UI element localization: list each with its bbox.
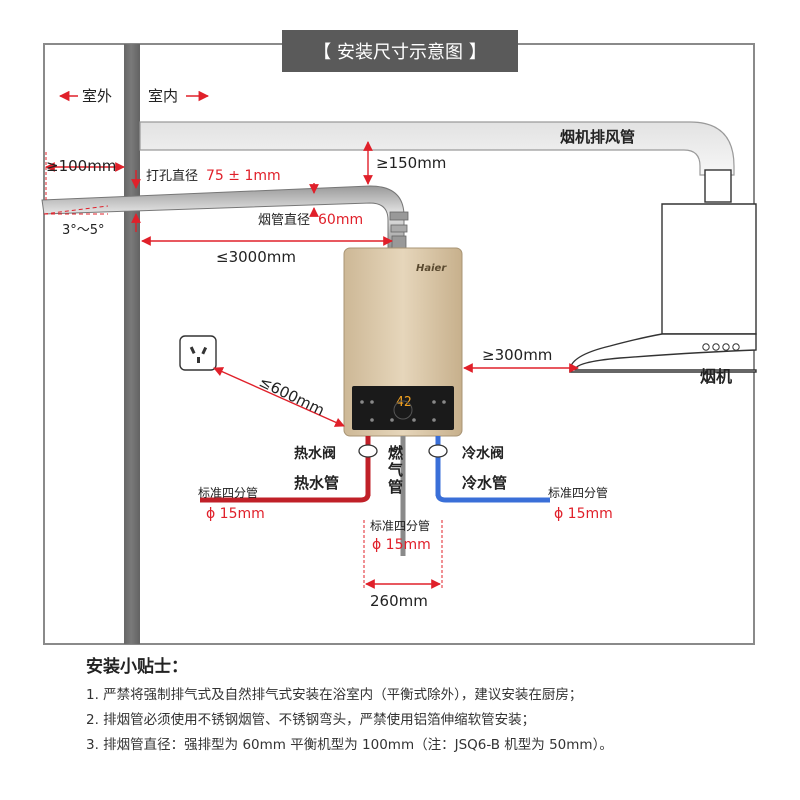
tip-item: 2. 排烟管必须使用不锈钢烟管、不锈钢弯头，严禁使用铝箔伸缩软管安装； bbox=[86, 712, 536, 728]
tip-item: 3. 排烟管直径：强排型为 60mm 平衡机型为 100mm（注：JSQ6-B … bbox=[86, 737, 613, 753]
pipe-diameter-value: 60mm bbox=[318, 212, 363, 228]
installation-tips: 安装小贴士： 1. 严禁将强制排气式及自然排气式安装在浴室内（平衡式除外），建议… bbox=[86, 652, 786, 760]
hood-body bbox=[661, 203, 757, 335]
phi-left-label: ϕ 15mm bbox=[206, 506, 265, 522]
tip-item: 1. 严禁将强制排气式及自然排气式安装在浴室内（平衡式除外），建议安装在厨房； bbox=[86, 687, 583, 703]
slope-label: 3°～5° bbox=[62, 223, 105, 238]
dim-100-label: ≥100mm bbox=[46, 157, 116, 175]
power-socket bbox=[179, 335, 217, 371]
tips-heading: 安装小贴士： bbox=[86, 657, 188, 677]
hot-valve-icon bbox=[358, 444, 378, 458]
std-pipe-left-label: 标准四分管 bbox=[198, 485, 258, 500]
std-pipe-right-label: 标准四分管 bbox=[548, 485, 608, 500]
dim-300-label: ≥300mm bbox=[482, 346, 552, 364]
cold-pipe-label: 冷水管 bbox=[462, 474, 507, 492]
heater-display: 42 bbox=[396, 395, 412, 410]
hot-water-pipe-horizontal bbox=[200, 493, 371, 503]
hole-diameter-label: 打孔直径 bbox=[146, 169, 198, 184]
hood-chimney-top bbox=[704, 169, 732, 203]
dim-260-label: 260mm bbox=[370, 592, 428, 610]
phi-right-label: ϕ 15mm bbox=[554, 506, 613, 522]
hot-valve-label: 热水阀 bbox=[294, 445, 336, 462]
std-pipe-center-label: 标准四分管 bbox=[370, 518, 430, 533]
hot-pipe-label: 热水管 bbox=[294, 474, 339, 492]
indoor-label: 室内 bbox=[148, 87, 178, 105]
dim-3000-label: ≤3000mm bbox=[216, 248, 296, 266]
dim-150-label: ≥150mm bbox=[376, 154, 446, 172]
pipe-diameter-label: 烟管直径 bbox=[258, 213, 310, 228]
dim-600-label: ≤600mm bbox=[256, 372, 327, 419]
cold-valve-label: 冷水阀 bbox=[462, 445, 504, 462]
cold-water-pipe-horizontal bbox=[435, 493, 550, 503]
cold-valve-icon bbox=[428, 444, 448, 458]
hood-label: 烟机 bbox=[700, 367, 732, 386]
hood-duct-label: 烟机排风管 bbox=[560, 128, 635, 146]
title-banner bbox=[282, 30, 518, 72]
phi-center-label: ϕ 15mm bbox=[372, 537, 431, 553]
outdoor-label: 室外 bbox=[82, 87, 112, 105]
gas-pipe-label: 燃气管 bbox=[387, 444, 404, 496]
diagram-title: 【 安装尺寸示意图 】 bbox=[313, 42, 486, 63]
hole-diameter-value: 75 ± 1mm bbox=[206, 168, 281, 184]
heater-control-panel bbox=[352, 386, 454, 430]
heater-brand-logo: Haier bbox=[416, 263, 447, 274]
